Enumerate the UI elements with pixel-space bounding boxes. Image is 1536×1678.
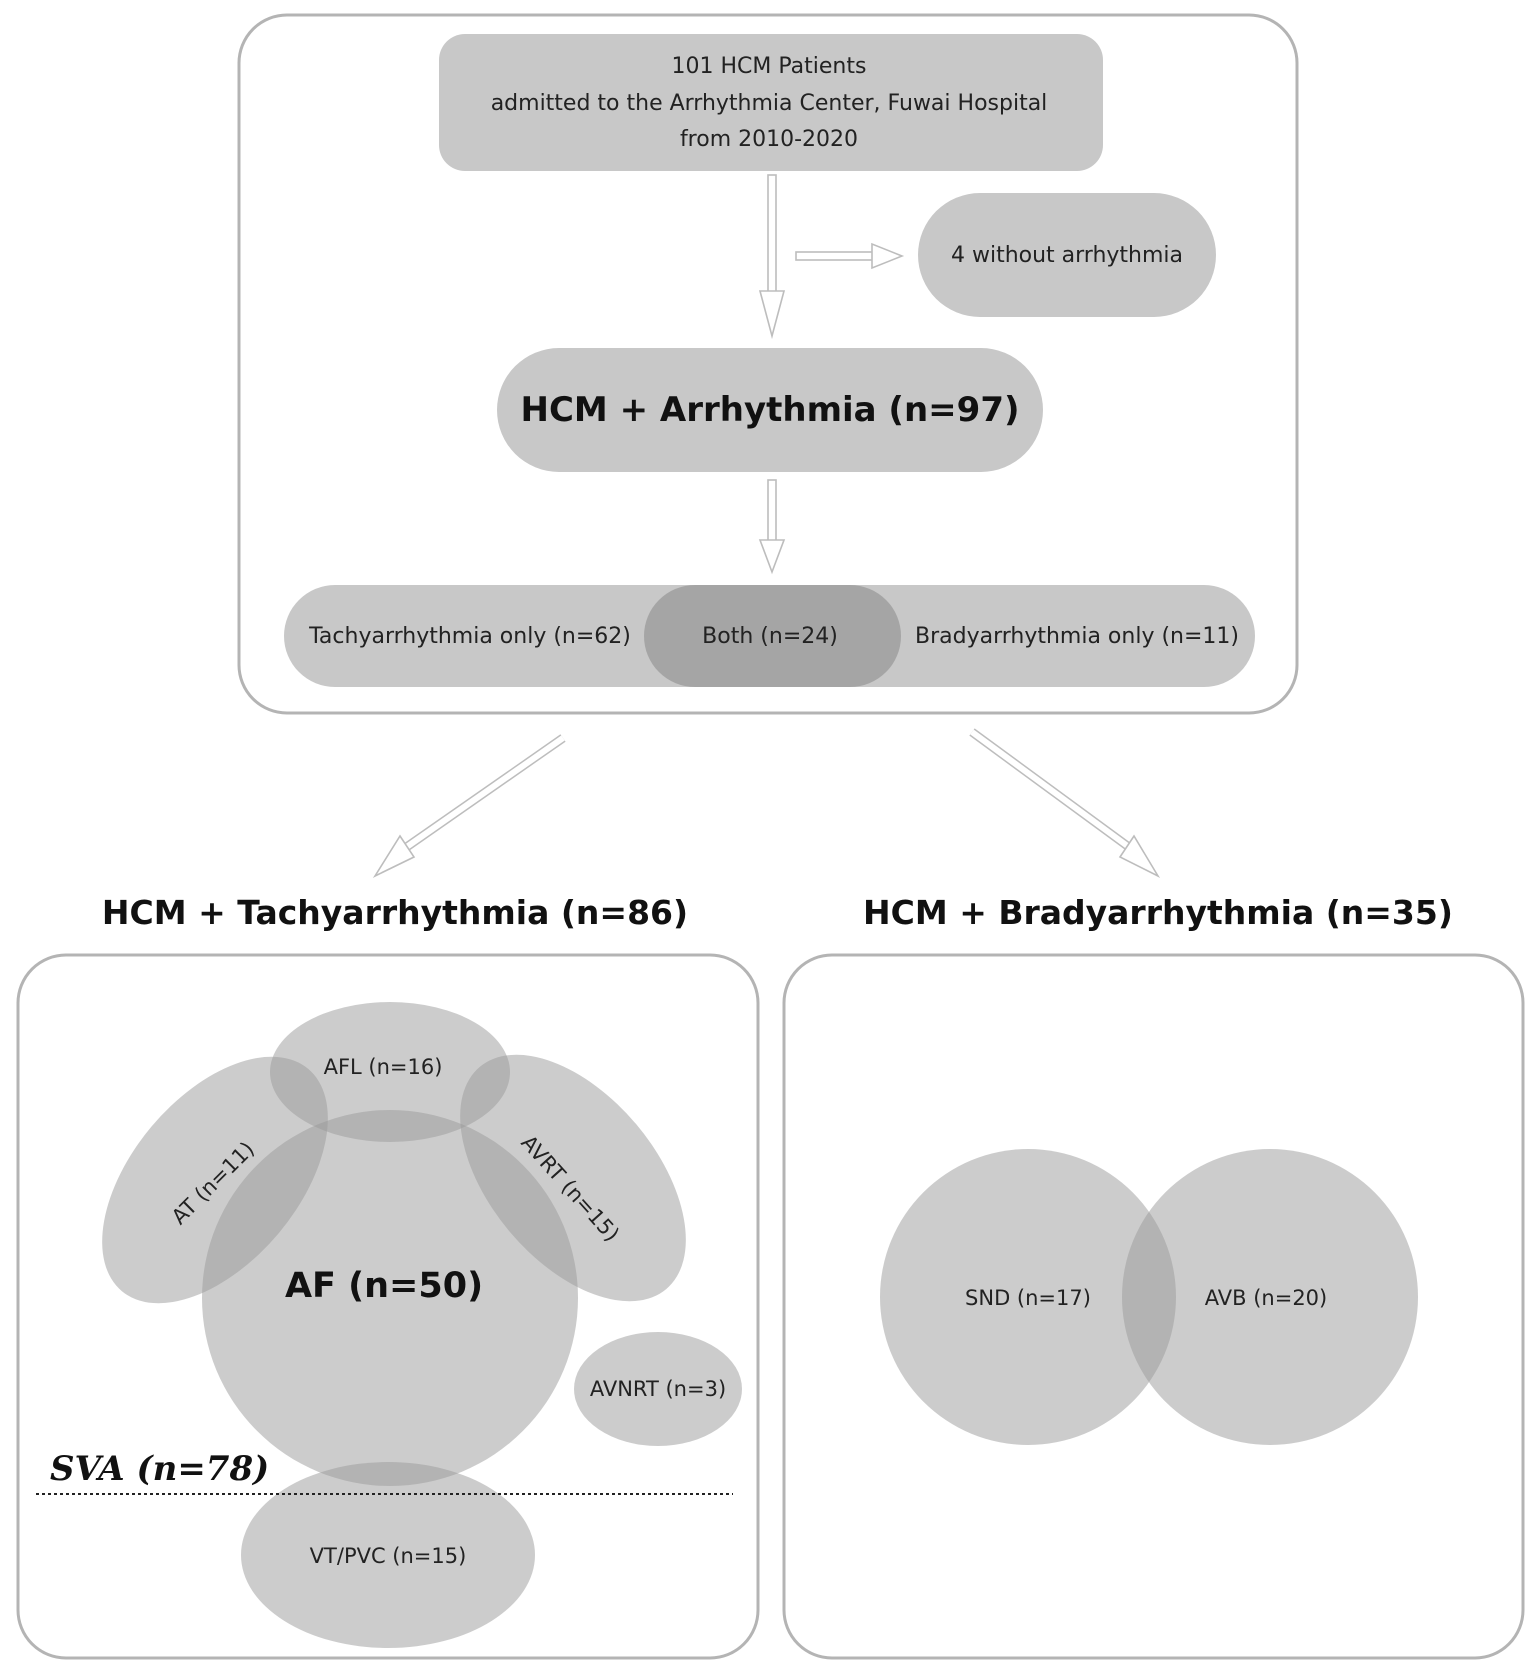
- arrow-to-excluded: [795, 242, 905, 270]
- arrow-main-to-split: [758, 479, 786, 575]
- source-population-box: [439, 34, 1103, 171]
- tachy-title: HCM + Tachyarrhythmia (n=86): [102, 893, 688, 932]
- tachy-venn: [102, 1002, 742, 1648]
- both-box: [644, 585, 901, 687]
- brady-venn: [880, 1149, 1418, 1445]
- source-line-3: from 2010-2020: [680, 127, 858, 152]
- at-ellipse: [102, 1056, 328, 1304]
- excluded-box: [918, 193, 1216, 317]
- main-cohort-label: HCM + Arrhythmia (n=97): [520, 390, 1019, 430]
- avnrt-label: AVNRT (n=3): [590, 1377, 726, 1401]
- source-line-2: admitted to the Arrhythmia Center, Fuwai…: [491, 91, 1048, 116]
- af-label: AF (n=50): [285, 1266, 483, 1306]
- brady-only-label: Bradyarrhythmia only (n=11): [915, 624, 1239, 649]
- excluded-label: 4 without arrhythmia: [951, 243, 1183, 268]
- avb-label: AVB (n=20): [1205, 1286, 1327, 1310]
- avrt-ellipse: [460, 1054, 686, 1302]
- brady-title: HCM + Bradyarrhythmia (n=35): [863, 893, 1453, 932]
- vt-ellipse: [241, 1462, 535, 1648]
- source-line-1: 101 HCM Patients: [672, 54, 867, 79]
- main-cohort-box: [497, 348, 1043, 472]
- vt-label: VT/PVC (n=15): [310, 1544, 467, 1568]
- avnrt-ellipse: [574, 1332, 742, 1446]
- tachy-only-label: Tachyarrhythmia only (n=62): [308, 624, 631, 649]
- arrow-to-brady: [969, 728, 1161, 878]
- both-label: Both (n=24): [702, 624, 838, 649]
- snd-circle: [880, 1149, 1176, 1445]
- afl-ellipse: [270, 1002, 510, 1142]
- avb-circle: [1122, 1149, 1418, 1445]
- arrow-to-tachy: [372, 734, 566, 878]
- snd-label: SND (n=17): [965, 1286, 1091, 1310]
- arrow-source-to-main: [758, 174, 786, 340]
- afl-label: AFL (n=16): [324, 1055, 443, 1079]
- sva-label: SVA (n=78): [50, 1449, 269, 1489]
